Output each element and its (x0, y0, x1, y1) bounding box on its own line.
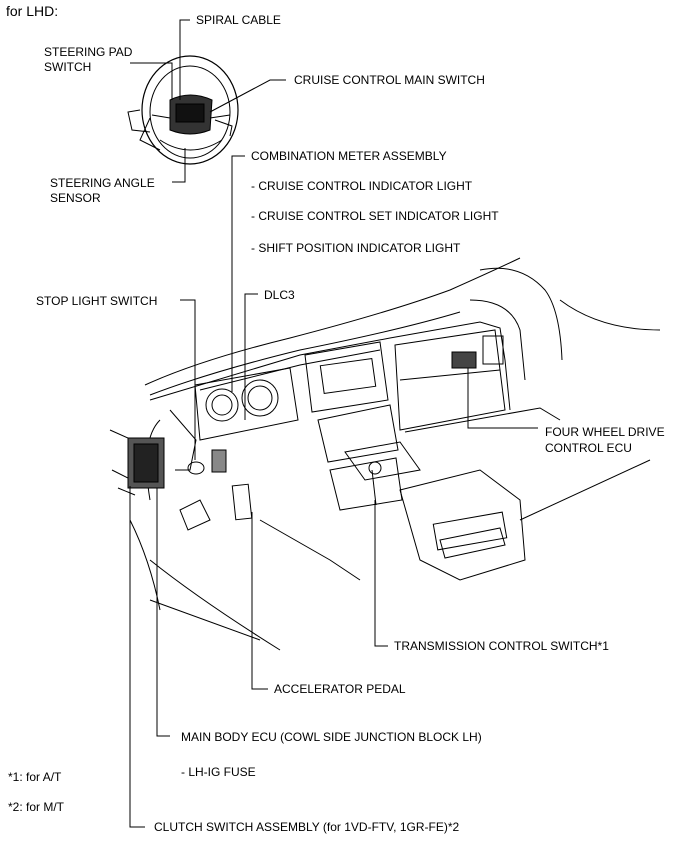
steering-wheel-drawing (127, 55, 239, 165)
label-main-body-ecu: MAIN BODY ECU (COWL SIDE JUNCTION BLOCK … (181, 730, 482, 744)
label-steering-pad-switch-line1: STEERING PAD (44, 45, 133, 59)
footnote-1: *1: for A/T (8, 770, 62, 784)
label-four-wheel-drive-ecu-line1: FOUR WHEEL DRIVE (545, 425, 665, 439)
label-lh-ig-fuse: - LH-IG FUSE (181, 765, 256, 779)
page-header: for LHD: (6, 3, 59, 19)
dashboard-drawing (109, 257, 661, 651)
leader-lines (129, 19, 538, 828)
label-steering-angle-sensor-line2: SENSOR (50, 191, 101, 205)
label-four-wheel-drive-ecu-line2: CONTROL ECU (545, 441, 632, 455)
footnote-2: *2: for M/T (8, 800, 65, 814)
label-stop-light-switch: STOP LIGHT SWITCH (36, 294, 158, 308)
label-cruise-control-main-switch: CRUISE CONTROL MAIN SWITCH (294, 73, 485, 87)
label-cruise-set-indicator: - CRUISE CONTROL SET INDICATOR LIGHT (251, 209, 499, 223)
label-steering-angle-sensor-line1: STEERING ANGLE (50, 176, 155, 190)
label-cruise-indicator: - CRUISE CONTROL INDICATOR LIGHT (251, 179, 473, 193)
label-transmission-control-switch: TRANSMISSION CONTROL SWITCH*1 (394, 639, 609, 653)
label-clutch-switch-assembly: CLUTCH SWITCH ASSEMBLY (for 1VD-FTV, 1GR… (154, 820, 460, 834)
label-dlc3: DLC3 (264, 288, 295, 302)
label-shift-position-indicator: - SHIFT POSITION INDICATOR LIGHT (251, 241, 461, 255)
label-spiral-cable: SPIRAL CABLE (196, 13, 281, 27)
label-steering-pad-switch-line2: SWITCH (44, 60, 92, 74)
label-accelerator-pedal: ACCELERATOR PEDAL (274, 682, 406, 696)
label-combination-meter: COMBINATION METER ASSEMBLY (251, 149, 447, 163)
